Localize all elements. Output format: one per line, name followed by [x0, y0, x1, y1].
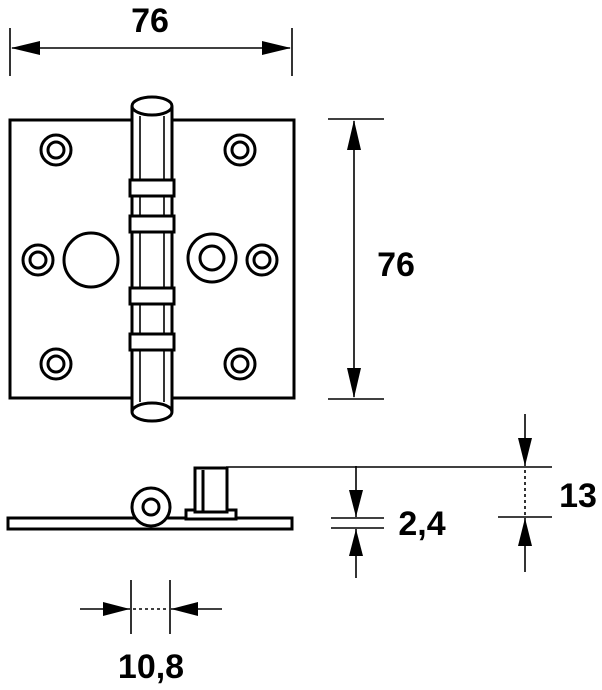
plate-thickness-dimension: 2,4 [331, 466, 446, 578]
hinge-front-view [8, 95, 296, 423]
width-label: 76 [131, 2, 169, 40]
knuckle-band-1 [128, 178, 176, 198]
plate-thickness-label: 2,4 [398, 505, 445, 543]
knuckle-bottom-cap [130, 401, 174, 423]
screw-hole-right-bottom [223, 347, 257, 381]
screw-hole-left-top [39, 133, 73, 167]
height-dimension: 76 [328, 118, 415, 400]
pin-height-label: 13 [559, 477, 597, 515]
knuckle-diameter-label: 10,8 [118, 648, 184, 686]
knuckle-diameter-dimension: 10,8 [80, 580, 222, 686]
screw-hole-left-bottom [39, 347, 73, 381]
large-hole-left [62, 231, 120, 289]
hinge-side-view [6, 466, 294, 531]
knuckle-band-4 [128, 332, 176, 352]
knuckle-top-cap [130, 95, 174, 117]
width-dimension: 76 [9, 2, 293, 76]
hinge-left-leaf [8, 118, 134, 400]
pin-height-dimension: 13 [518, 414, 597, 572]
pin-boss-right [186, 232, 238, 284]
knuckle-band-3 [128, 286, 176, 306]
knuckle-band-2 [128, 214, 176, 234]
screw-hole-left-middle [21, 243, 55, 277]
side-knuckle-inner [141, 497, 161, 517]
height-label: 76 [377, 246, 415, 284]
hinge-knuckle [130, 106, 174, 412]
side-knuckle-outer [130, 486, 172, 528]
side-pin-boss [193, 466, 229, 514]
screw-hole-right-top [223, 133, 257, 167]
screw-hole-right-middle [245, 243, 279, 277]
